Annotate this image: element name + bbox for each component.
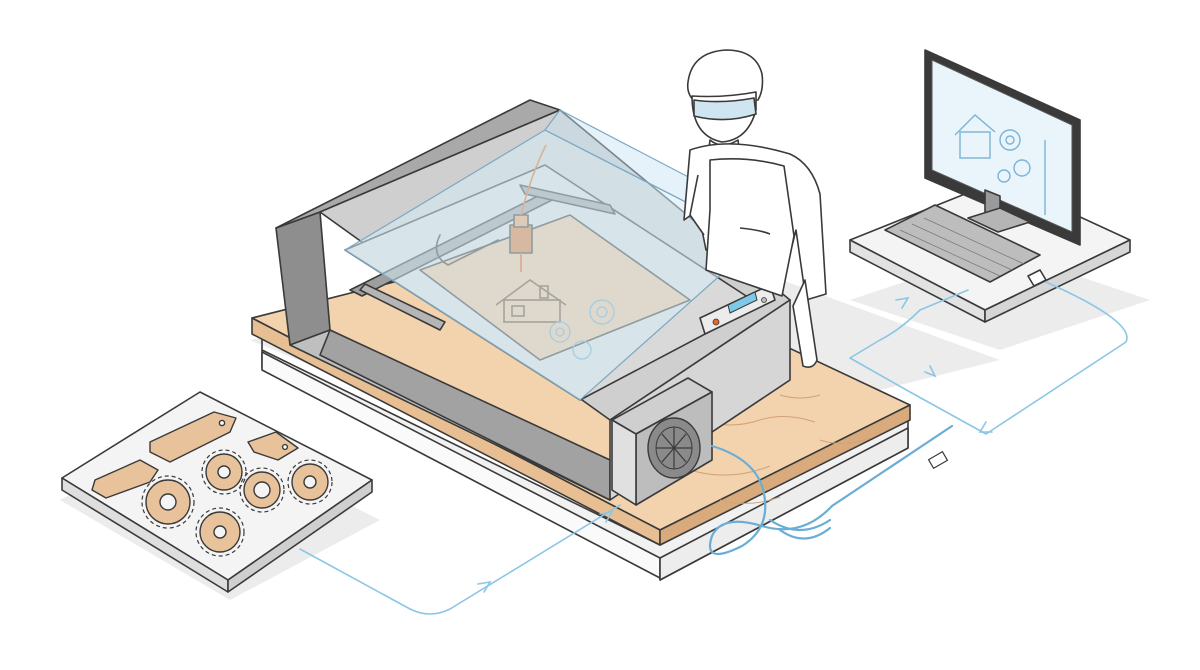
flow-arrowheads (477, 296, 993, 593)
computer-icon (849, 49, 1131, 323)
workflow-flow-lines (299, 281, 1128, 615)
wooden-gear-icon (145, 453, 329, 553)
control-panel (699, 284, 776, 335)
operator-icon (683, 49, 827, 368)
product-tray (61, 391, 373, 593)
monitor-design-icons (954, 114, 1046, 215)
exhaust-fan-icon (611, 377, 713, 506)
wooden-tag-icon (91, 411, 299, 499)
usb-cable-icon (709, 424, 954, 556)
laser-cutter-icon (275, 99, 792, 506)
